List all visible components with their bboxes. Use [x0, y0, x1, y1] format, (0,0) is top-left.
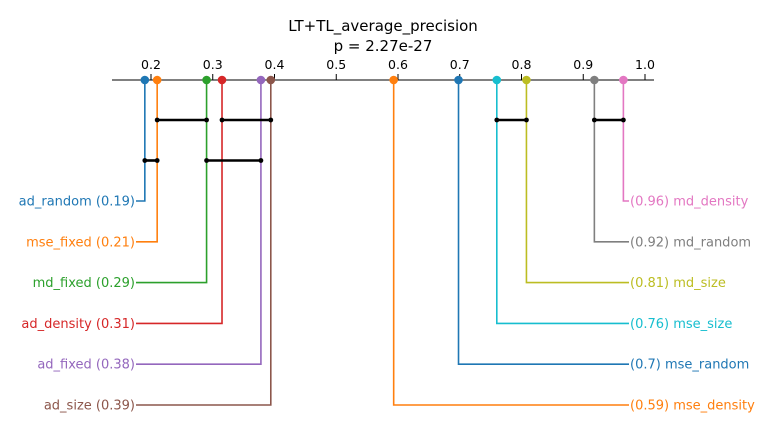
clique-end — [494, 117, 500, 123]
clique-end — [258, 158, 264, 163]
method-label-md_random: (0.92) md_random — [630, 235, 751, 250]
method-marker-md_density — [619, 75, 628, 85]
axis-tick-label: 0.2 — [141, 57, 161, 72]
method-marker-ad_size — [266, 75, 276, 85]
method-marker-md_size — [522, 75, 531, 85]
clique-end — [591, 117, 597, 123]
axis-tick-label: 0.5 — [326, 57, 346, 72]
axis-tick-label: 0.4 — [265, 57, 285, 72]
method-line-ad_fixed — [136, 80, 262, 366]
method-label-mse_random: (0.7) mse_random — [630, 358, 749, 373]
axis-tick-label: 0.3 — [203, 57, 223, 72]
axis-tick-label: 0.7 — [450, 57, 470, 72]
method-label-md_density: (0.96) md_density — [630, 195, 749, 210]
method-line-mse_random — [457, 80, 629, 366]
method-line-md_size — [525, 80, 629, 284]
method-line-ad_density — [136, 80, 223, 325]
axis-tick-label: 1.0 — [635, 57, 655, 72]
method-lines: ad_random (0.19) mse_fixed (0.21) md_fixed… — [19, 75, 755, 414]
chart-title: LT+TL_average_precision — [288, 17, 478, 36]
method-marker-ad_random — [140, 75, 150, 85]
method-line-md_density — [622, 80, 629, 202]
clique-bars — [142, 117, 626, 163]
method-label-ad_density: ad_density (0.31) — [21, 317, 135, 332]
method-marker-mse_size — [492, 75, 502, 85]
axis-tick-label: 0.6 — [388, 57, 408, 72]
method-label-ad_random: ad_random (0.19) — [19, 195, 135, 210]
method-label-mse_density: (0.59) mse_density — [630, 399, 755, 414]
method-label-md_fixed: md_fixed (0.29) — [33, 276, 135, 291]
method-label-md_size: (0.81) md_size — [630, 276, 726, 291]
clique-end — [620, 117, 626, 123]
method-line-ad_size — [136, 80, 272, 406]
method-line-mse_size — [495, 80, 629, 325]
method-line-md_random — [593, 80, 629, 243]
method-marker-mse_fixed — [152, 75, 162, 85]
method-marker-ad_density — [217, 75, 227, 85]
clique-end — [204, 158, 209, 163]
method-marker-mse_density — [389, 75, 398, 85]
clique-end — [268, 117, 274, 123]
clique-end — [219, 117, 225, 123]
method-marker-ad_fixed — [256, 75, 266, 85]
method-label-mse_fixed: mse_fixed (0.21) — [26, 235, 135, 250]
method-line-ad_random — [136, 80, 146, 202]
axis: 0.2 0.3 0.4 0.5 0.6 0.7 0.8 0.9 1.0 — [112, 57, 655, 81]
chart-subtitle: p = 2.27e-27 — [334, 37, 433, 55]
method-line-mse_density — [392, 80, 629, 406]
clique-end — [204, 117, 209, 123]
clique-end — [154, 158, 160, 163]
method-line-mse_fixed — [136, 80, 158, 243]
method-label-ad_size: ad_size (0.39) — [44, 399, 135, 414]
method-line-md_fixed — [136, 80, 208, 284]
method-label-mse_size: (0.76) mse_size — [630, 317, 732, 332]
clique-end — [524, 117, 529, 123]
method-marker-md_fixed — [202, 75, 211, 85]
clique-end — [154, 117, 160, 123]
method-marker-mse_random — [454, 75, 463, 85]
method-marker-md_random — [590, 75, 599, 85]
method-label-ad_fixed: ad_fixed (0.38) — [37, 358, 135, 373]
axis-tick-label: 0.8 — [512, 57, 532, 72]
clique-end — [142, 158, 148, 163]
axis-tick-label: 0.9 — [573, 57, 593, 72]
